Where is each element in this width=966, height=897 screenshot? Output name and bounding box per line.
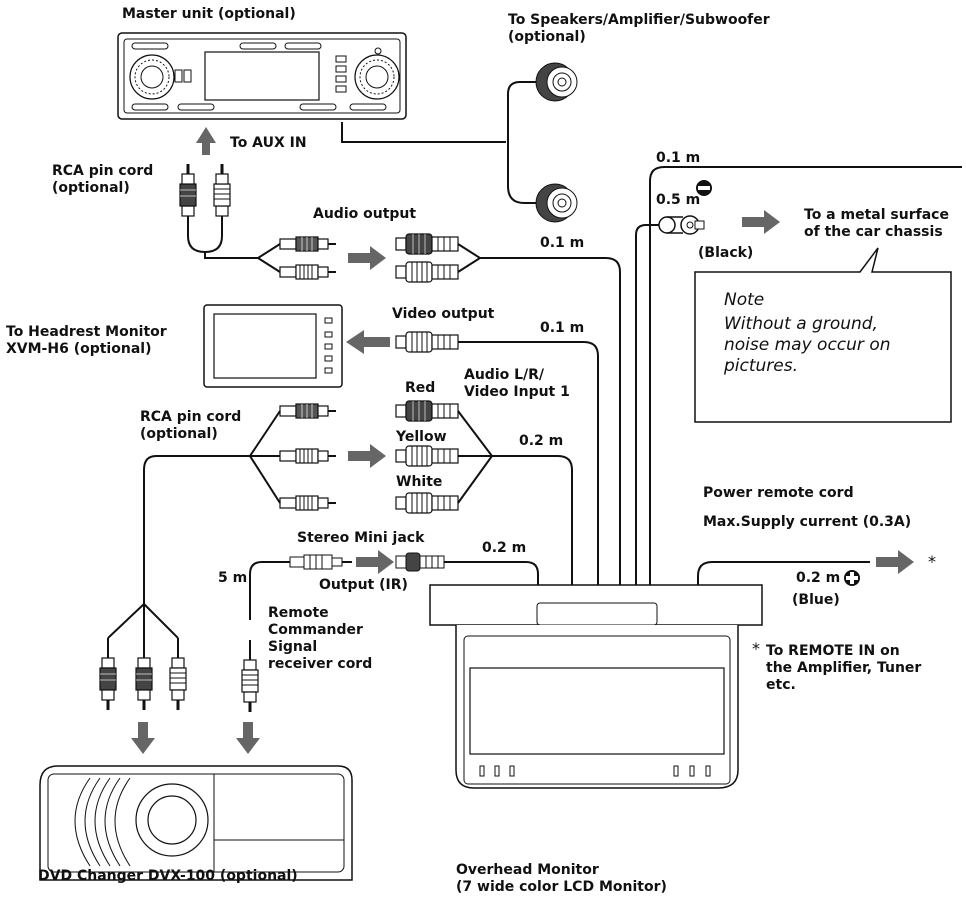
dvd-arrow	[131, 722, 155, 754]
master-unit-label: Master unit (optional)	[122, 6, 296, 22]
aux-in-arrow	[196, 127, 216, 155]
mini-jack-plug	[289, 554, 352, 570]
ground-lug	[658, 215, 705, 235]
black-label: (Black)	[698, 245, 754, 261]
headrest-monitor	[203, 304, 343, 388]
overhead-monitor	[429, 584, 763, 789]
remote-in-note-label: To REMOTE IN on the Amplifier, Tuner etc…	[766, 643, 922, 693]
remote-commander-label: Remote Commander Signal receiver cord	[268, 605, 373, 672]
minus-icon	[696, 180, 712, 196]
stereo-mini-jack-label: Stereo Mini jack	[297, 530, 425, 546]
asterisk-marker: *	[928, 552, 936, 571]
length-audio-label: 0.1 m	[540, 235, 585, 251]
overhead-monitor-label: Overhead Monitor (7 wide color LCD Monit…	[456, 862, 667, 895]
blue-label: (Blue)	[792, 592, 840, 608]
dvd-changer	[39, 765, 353, 881]
length-video-label: 0.1 m	[540, 320, 585, 336]
length-input-label: 0.2 m	[519, 433, 564, 449]
remote-arrow	[236, 722, 260, 754]
note-title: Note	[724, 290, 765, 310]
video-output-label: Video output	[392, 306, 495, 322]
length-ground-label: 0.5 m	[656, 192, 701, 208]
length-blue-label: 0.2 m	[796, 570, 841, 586]
max-supply-label: Max.Supply current (0.3A)	[703, 514, 912, 530]
speaker-bottom	[535, 183, 578, 223]
metal-surface-label: To a metal surface of the car chassis	[804, 207, 949, 240]
dvd-changer-label: DVD Changer DVX-100 (optional)	[38, 868, 298, 884]
headrest-monitor-label: To Headrest Monitor XVM-H6 (optional)	[6, 324, 167, 357]
audio-output-label: Audio output	[313, 206, 417, 222]
video-output-arrow	[346, 330, 390, 354]
white-label: White	[396, 474, 443, 490]
audio-video-input-label: Audio L/R/ Video Input 1	[464, 367, 570, 400]
note-body: Without a ground, noise may occur on pic…	[724, 314, 891, 376]
mini-jack-socket	[395, 552, 452, 572]
length-top-label: 0.1 m	[656, 150, 701, 166]
rca-plugs-aux	[178, 162, 232, 238]
length-ir-label: 0.2 m	[482, 540, 527, 556]
red-label: Red	[405, 380, 436, 396]
rca-pin-cord-top-label: RCA pin cord (optional)	[52, 163, 154, 196]
length-5m-label: 5 m	[218, 570, 248, 586]
plus-icon	[844, 570, 860, 586]
rca-pin-cord-mid-label: RCA pin cord (optional)	[140, 409, 242, 442]
master-unit	[117, 32, 407, 120]
speaker-top	[535, 62, 578, 102]
aux-in-label: To AUX IN	[230, 135, 307, 151]
asterisk-note-marker: *	[752, 639, 760, 658]
speakers-label: To Speakers/Amplifier/Subwoofer (optiona…	[508, 12, 770, 45]
output-ir-label: Output (IR)	[319, 577, 408, 593]
power-remote-cord-label: Power remote cord	[703, 485, 854, 501]
yellow-label: Yellow	[396, 429, 447, 445]
